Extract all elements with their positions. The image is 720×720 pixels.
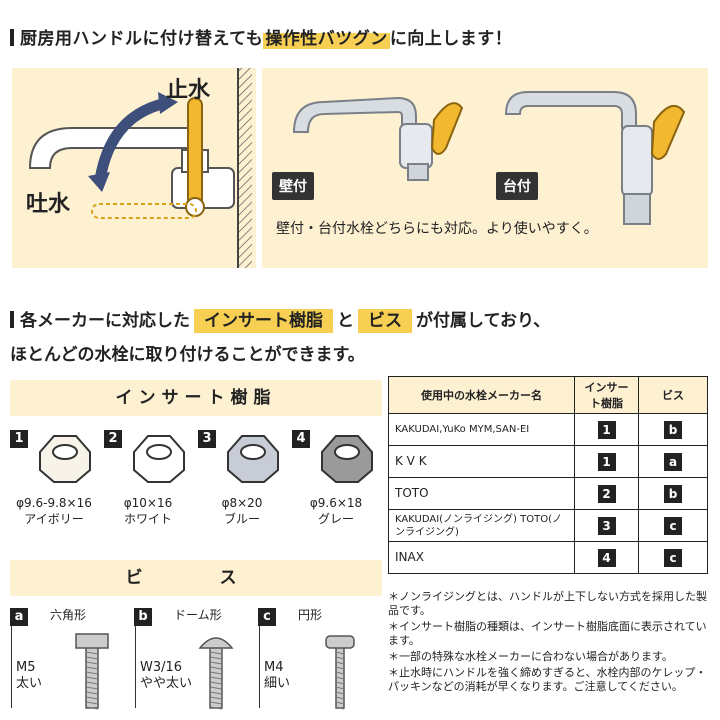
note-item: ＊インサート樹脂の種類は、インサート樹脂底面に表示されています。 [388,620,707,647]
screw-cell: c [638,509,708,542]
insert-number: 3 [198,430,216,448]
screw-pill: ビス [358,309,412,333]
header-maker: 使用中の水栓メーカー名 [388,376,575,414]
heading-1: 厨房用ハンドルに付け替えても操作性バツグンに向上します！ [10,24,512,49]
insert-color: ブルー [223,512,260,526]
deck-tag: 台付 [496,172,538,200]
maker-cell: KAKUDAI(ノンライジング) TOTO(ノンライジング) [388,509,575,542]
table-row: KAKUDAI,YuKo MYM,SAN-EI 1 b [388,413,708,446]
insert-resin-icon [39,435,91,483]
insert-number: 1 [10,430,28,448]
insert-section-title: インサート樹脂 [10,380,382,416]
screw-letter: a [10,608,28,626]
screw-desc: やや太い [140,676,193,691]
insert-cell: 1 [574,413,639,446]
maker-cell: INAX [388,541,575,574]
insert-cell: 1 [574,445,639,478]
maker-table: 使用中の水栓メーカー名 インサート樹脂 ビス KAKUDAI,YuKo MYM,… [388,376,708,574]
insert-item: 3 φ8×20 ブルー [198,426,286,542]
stop-label: 止水 [166,78,211,103]
insert-size: φ9.6×18 [309,496,363,510]
screw-item: c 円形 M4 細い [258,604,376,714]
screw-shape: ドーム形 [174,608,222,622]
insert-item: 2 φ10×16 ホワイト [104,426,192,542]
insert-color: グレー [317,512,354,526]
screw-icon [75,633,109,710]
table-row: K V K 1 a [388,445,708,478]
screw-cell: b [638,413,708,446]
mount-caption: 壁付・台付水栓どちらにも対応。より使いやすく。 [276,221,598,237]
screw-icon [325,635,355,710]
table-row: TOTO 2 b [388,477,708,510]
screw-shape: 六角形 [50,608,87,622]
insert-item: 1 φ9.6-9.8×16 アイボリー [10,426,98,542]
insert-resin-icon [227,435,279,483]
screw-desc: 細い [264,676,291,691]
notes: ＊ノンライジングとは、ハンドルが上下しない方式を採用した製品です。 ＊インサート樹… [388,590,712,696]
screw-shape: 円形 [298,608,323,622]
screw-item: b ドーム形 W3/16 やや太い [134,604,252,714]
wall-faucet-illustration [292,96,464,181]
insert-cell: 3 [574,509,639,542]
screw-size: M4 [264,660,284,675]
insert-color: アイボリー [24,512,84,526]
screw-item: a 六角形 M5 太い [10,604,128,714]
deck-faucet-illustration [504,91,686,225]
screw-size: W3/16 [140,660,183,675]
insert-size: φ8×20 [221,496,263,510]
screw-letter: b [134,608,152,626]
table-row: KAKUDAI(ノンライジング) TOTO(ノンライジング) 3 c [388,509,708,542]
screw-cell: a [638,445,708,478]
insert-size: φ10×16 [123,496,173,510]
heading-2: 各メーカーに対応したインサート樹脂とビスが付属しており、 ほとんどの水栓に取り付… [10,309,551,365]
insert-number: 2 [104,430,122,448]
maker-cell: K V K [388,445,575,478]
header-screw: ビス [638,376,708,414]
insert-resin-icon [321,435,373,483]
screw-desc: 太い [16,676,43,691]
heading-1-highlight: 操作性バツグン [263,29,390,49]
table-row: INAX 4 c [388,541,708,574]
screw-list: a 六角形 M5 太い b ドーム形 W3/16 やや太い c 円形 M4 細い [10,604,382,716]
maker-cell: TOTO [388,477,575,510]
handle-diagram [12,68,256,268]
note-item: ＊一部の特殊な水栓メーカーに合わない場合があります。 [388,650,673,663]
mount-panel: 壁付 台付 壁付・台付水栓どちらにも対応。より使いやすく。 [262,68,708,268]
insert-resin-icon [133,435,185,483]
note-item: ＊ノンライジングとは、ハンドルが上下しない方式を採用した製品です。 [388,590,707,617]
screw-cell: c [638,541,708,574]
insert-number: 4 [292,430,310,448]
screw-cell: b [638,477,708,510]
screw-section-title: ビ ス [10,560,382,596]
screw-icon [198,637,234,710]
note-item: ＊止水時にハンドルを強く締めすぎると、水栓内部のケレップ・パッキンなどの消耗が早… [388,666,707,693]
insert-pill: インサート樹脂 [194,309,333,333]
insert-size: φ9.6-9.8×16 [16,496,92,510]
insert-color: ホワイト [123,512,172,526]
insert-cell: 4 [574,541,639,574]
flow-label: 吐水 [26,192,71,217]
wall-tag: 壁付 [272,172,314,200]
insert-cell: 2 [574,477,639,510]
header-insert: インサート樹脂 [574,376,639,414]
maker-cell: KAKUDAI,YuKo MYM,SAN-EI [388,413,575,446]
insert-item: 4 φ9.6×18 グレー [292,426,380,542]
screw-size: M5 [16,660,36,675]
screw-letter: c [258,608,276,626]
